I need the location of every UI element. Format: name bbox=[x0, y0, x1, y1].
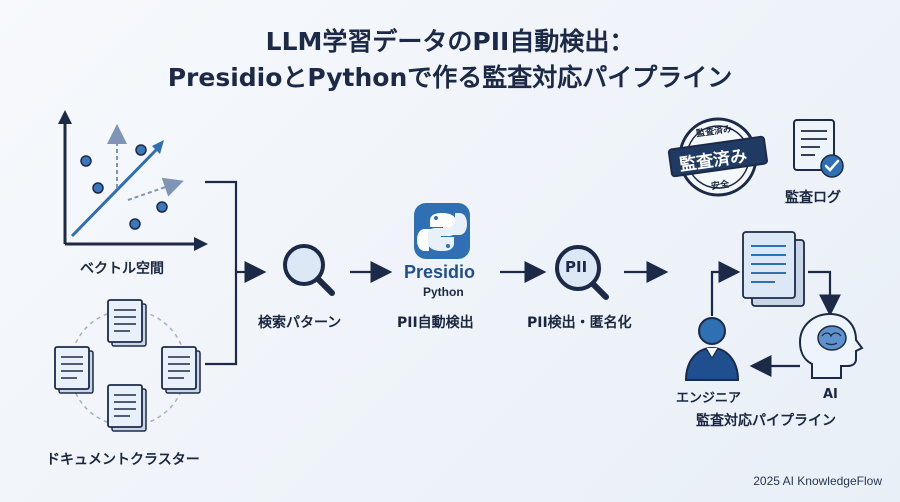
engineer-icon bbox=[684, 317, 740, 381]
search-magnifier-icon bbox=[283, 244, 335, 296]
audit-stamp-icon bbox=[667, 117, 768, 197]
pii-magnifier-icon bbox=[555, 245, 609, 300]
title-line-2: PresidioとPythonで作る監査対応パイプライン bbox=[167, 63, 733, 92]
document-cluster-icon bbox=[54, 299, 201, 432]
pii-auto-detect-label: PII自動検出 bbox=[397, 315, 474, 331]
title-line-1: LLM学習データのPII自動検出： bbox=[265, 27, 635, 56]
pipeline-document-icon bbox=[742, 231, 805, 307]
vector-space-label: ベクトル空間 bbox=[80, 261, 164, 277]
search-pattern-label: 検索パターン bbox=[258, 315, 342, 331]
vector-space-icon bbox=[58, 110, 208, 251]
audit-log-icon bbox=[793, 119, 844, 178]
python-logo-icon bbox=[414, 203, 470, 259]
ai-label: AI bbox=[823, 387, 838, 402]
presidio-python-label: Python bbox=[423, 285, 464, 299]
stamp-bottom-text: 安全 bbox=[710, 179, 730, 193]
engineer-label: エンジニア bbox=[676, 391, 742, 406]
document-cluster-label: ドキュメントクラスター bbox=[46, 452, 200, 468]
presidio-title: Presidio bbox=[404, 262, 476, 282]
pii-badge-text: PII bbox=[565, 258, 588, 276]
cycle-arrows bbox=[710, 261, 841, 377]
audit-log-label: 監査ログ bbox=[785, 190, 841, 206]
ai-brain-icon bbox=[798, 312, 864, 379]
audit-pipeline-label: 監査対応パイプライン bbox=[696, 413, 836, 429]
pii-detect-mask-label: PII検出・匿名化 bbox=[527, 315, 632, 331]
merge-connector bbox=[205, 180, 267, 366]
footer-credit: 2025 AI KnowledgeFlow bbox=[753, 474, 882, 488]
